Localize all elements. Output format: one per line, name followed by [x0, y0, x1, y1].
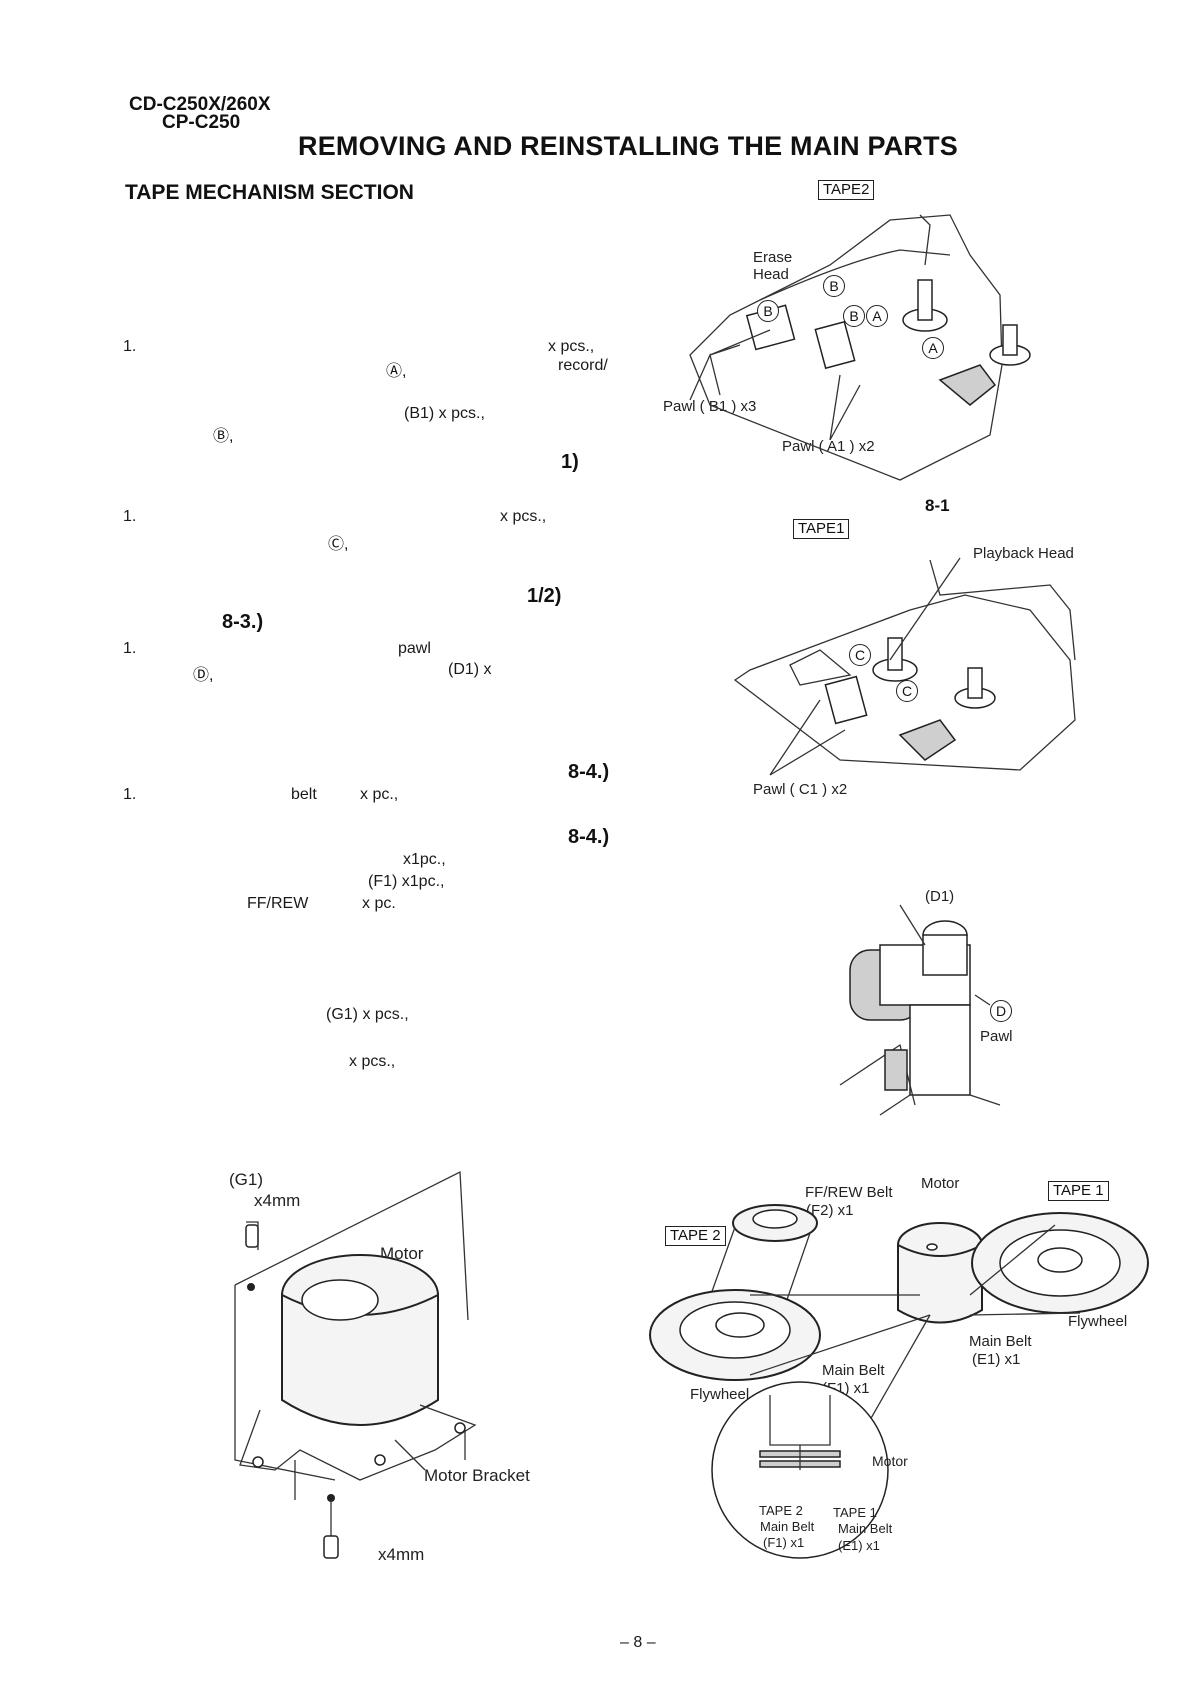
- step-reference: 1/2): [527, 585, 562, 607]
- inset-e1-quantity: (E1) x1: [838, 1538, 880, 1553]
- ffrew-belt-label: FF/REW Belt: [805, 1184, 893, 1201]
- main-belt-f1-label: Main Belt: [822, 1362, 885, 1379]
- figure-number: 8-1: [925, 496, 950, 515]
- circle-b-marker: B: [757, 300, 779, 322]
- pawl-c1-label: Pawl ( C1 ) x2: [753, 781, 848, 798]
- pawl-b1-text: (B1) x pcs.,: [404, 405, 485, 422]
- circle-c-marker: C: [849, 644, 871, 666]
- model-number: CD-C250X/260X: [129, 94, 271, 115]
- inset-tape2-label: TAPE 2: [759, 1503, 803, 1518]
- circle-a-marker: A: [866, 305, 888, 327]
- flywheel-label: Flywheel: [1068, 1313, 1128, 1330]
- quantity-text: x pc.: [362, 895, 396, 912]
- pawl-d1-text: (D1) x: [448, 661, 492, 678]
- circle-b-marker: B: [843, 305, 865, 327]
- quantity-text: x pcs.,: [500, 508, 547, 525]
- quantity-text: x pcs.,: [349, 1053, 396, 1070]
- pawl-text: pawl: [398, 640, 431, 657]
- playback-head-label: Playback Head: [973, 545, 1074, 562]
- tape2-box-label: TAPE 2: [665, 1226, 726, 1246]
- d1-label: (D1): [925, 888, 955, 905]
- pawl-b1-label: Pawl ( B1 ) x3: [663, 398, 757, 415]
- inset-main-belt-label: Main Belt: [760, 1519, 815, 1534]
- tape1-mechanism-drawing: [733, 557, 1076, 776]
- step-number: 1.: [123, 786, 137, 803]
- quantity-text: x1pc.,: [403, 851, 446, 868]
- main-belt-e1-label: Main Belt: [969, 1333, 1032, 1350]
- flywheel-label: Flywheel: [690, 1386, 750, 1403]
- pawl-label: Pawl: [980, 1028, 1013, 1045]
- tape1-box-label: TAPE 1: [1048, 1181, 1109, 1201]
- step-number: 1.: [123, 338, 137, 355]
- inset-main-belt-label: Main Belt: [838, 1521, 893, 1536]
- step-reference: 1): [561, 451, 579, 473]
- circle-a-marker: A: [922, 337, 944, 359]
- belt-f1-text: (F1) x1pc.,: [368, 873, 445, 890]
- step-reference: 8-4.): [568, 761, 610, 783]
- model-number-sub: CP-C250: [162, 112, 241, 133]
- inset-f1-quantity: (F1) x1: [763, 1535, 805, 1550]
- circle-c-marker: C: [896, 680, 918, 702]
- inset-motor-label: Motor: [872, 1453, 908, 1469]
- f2-quantity-label: (F2) x1: [806, 1202, 854, 1219]
- quantity-text: x pc.,: [360, 786, 399, 803]
- circle-b-marker: Ⓑ,: [213, 428, 234, 445]
- record-text: record/: [558, 357, 608, 374]
- circle-d-marker: D: [990, 1000, 1012, 1022]
- e1-quantity-label: (E1) x1: [972, 1351, 1021, 1368]
- belt-drive-drawing: [649, 1204, 1149, 1559]
- circle-b-marker: B: [823, 275, 845, 297]
- motor-label: Motor: [921, 1175, 960, 1192]
- screw-size-label: x4mm: [254, 1191, 301, 1210]
- ffrew-text: FF/REW: [247, 895, 309, 912]
- section-title: TAPE MECHANISM SECTION: [125, 181, 414, 204]
- circle-c-marker: Ⓒ,: [328, 536, 349, 553]
- quantity-text: x pcs.,: [548, 338, 595, 355]
- screw-size-label: x4mm: [378, 1545, 425, 1564]
- page-number: – 8 –: [620, 1634, 656, 1651]
- inset-tape1-label: TAPE 1: [833, 1505, 877, 1520]
- circle-a-marker: Ⓐ,: [386, 363, 407, 380]
- motor-bracket-label: Motor Bracket: [424, 1466, 530, 1485]
- tape1-box-label: TAPE1: [793, 519, 850, 539]
- screw-g1-text: (G1) x pcs.,: [326, 1006, 409, 1023]
- pawl-d1-drawing: [839, 904, 1001, 1116]
- circle-d-marker: Ⓓ,: [193, 667, 214, 684]
- screw-g1-label: (G1): [229, 1170, 263, 1189]
- step-number: 1.: [123, 508, 137, 525]
- page-title: REMOVING AND REINSTALLING THE MAIN PARTS: [298, 131, 958, 161]
- motor-bracket-drawing: [234, 1170, 477, 1559]
- step-reference: 8-3.): [222, 611, 264, 633]
- erase-head-label: Erase Head: [753, 249, 793, 283]
- belt-text: belt: [291, 786, 317, 803]
- step-reference: 8-4.): [568, 826, 610, 848]
- tape2-mechanism-drawing: [689, 214, 1031, 481]
- tape2-box-label: TAPE2: [818, 180, 875, 200]
- step-number: 1.: [123, 640, 137, 657]
